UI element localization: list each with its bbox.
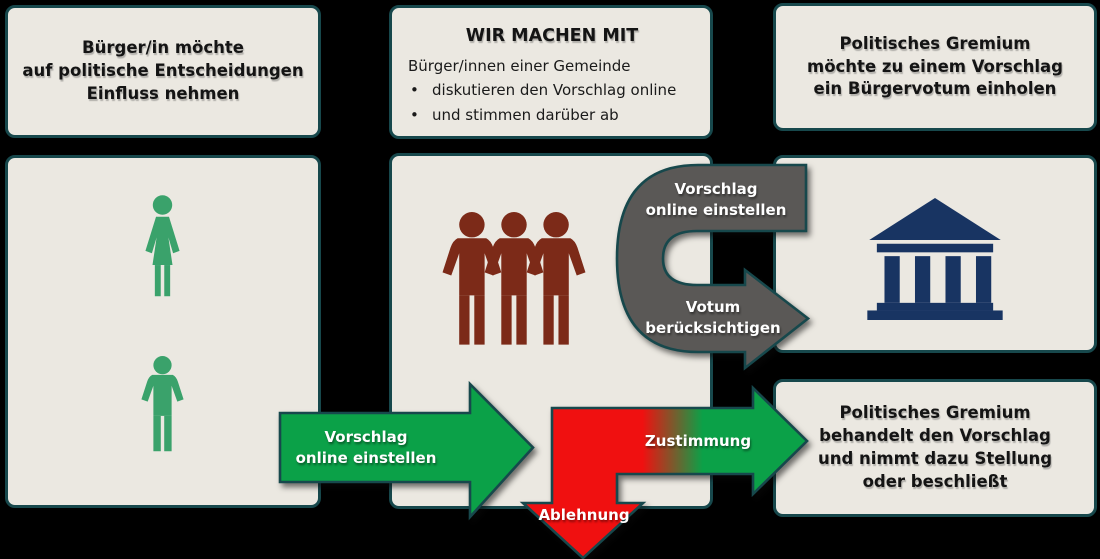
government-building-icon [867,198,1003,320]
wir-machen-mit-intro: Bürger/innen einer Gemeinde [408,57,631,75]
card-gremium-goal: Politisches Gremium möchte zu einem Vors… [773,3,1097,131]
card-gremium-goal-text: Politisches Gremium möchte zu einem Vors… [807,33,1063,99]
card-gremium [773,155,1097,353]
card-wir-machen-mit: WIR MACHEN MIT Bürger/innen einer Gemein… [389,5,713,139]
bullet-icon: • [410,81,419,100]
man-icon [141,356,184,452]
bullet-icon: • [410,105,419,124]
wir-machen-mit-bullet-1: • diskutieren den Vorschlag online [408,78,696,102]
woman-icon [145,195,180,297]
card-citizen-goal: Bürger/in möchte auf politische Entschei… [5,5,321,138]
card-gremium-decision-text: Politisches Gremium behandelt den Vorsch… [817,403,1053,491]
three-persons-icon [442,212,586,345]
card-citizen-goal-text: Bürger/in möchte auf politische Entschei… [22,38,304,103]
wir-machen-mit-bullet-2: • und stimmen darüber ab [408,103,696,127]
wir-machen-mit-title: WIR MACHEN MIT [465,26,639,46]
card-gremium-decision: Politisches Gremium behandelt den Vorsch… [773,379,1097,517]
